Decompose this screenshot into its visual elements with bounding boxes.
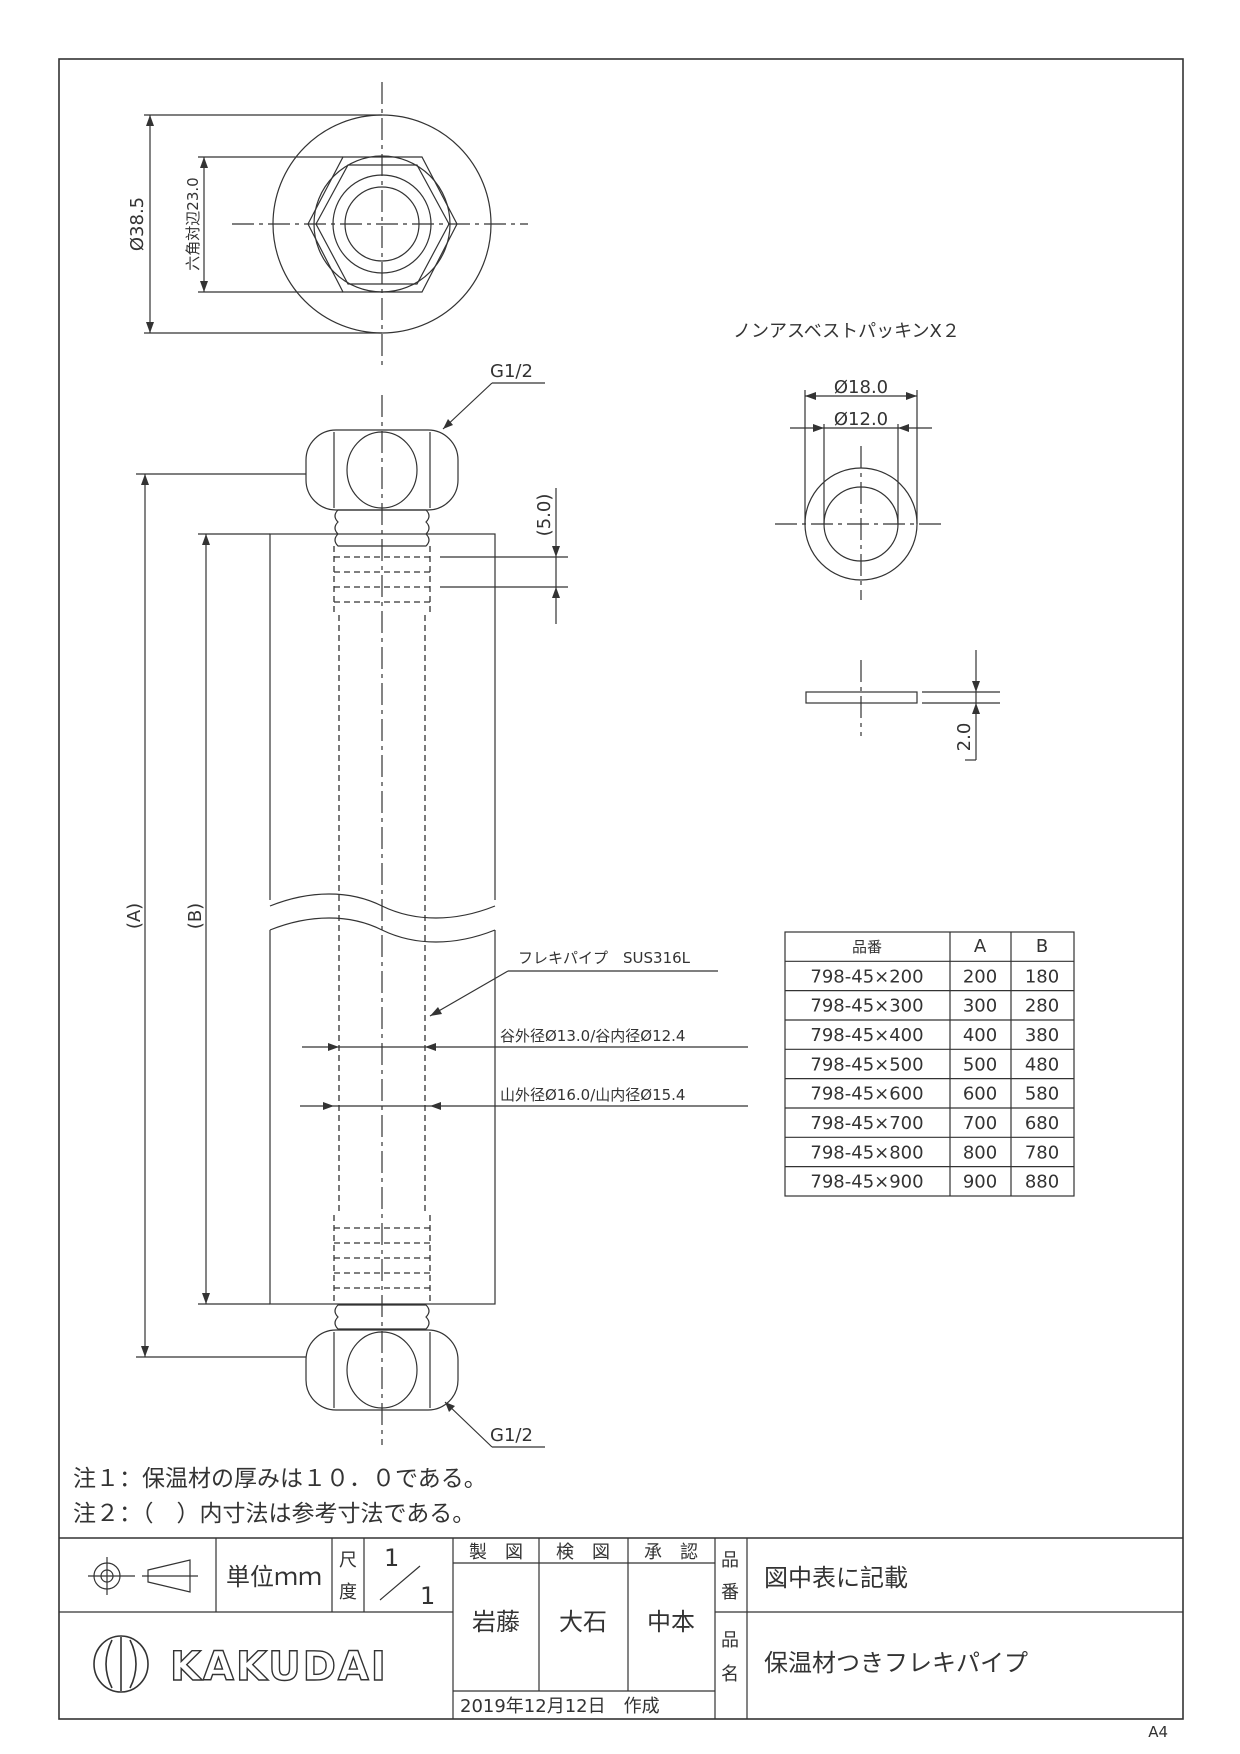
- scale-denominator: 1: [420, 1582, 435, 1610]
- table-cell: 280: [1025, 996, 1059, 1017]
- dim-label-2-0: 2.0: [954, 723, 975, 752]
- date-created: 2019年12月12日 作成: [460, 1696, 660, 1717]
- table-cell: 798-45×900: [810, 1172, 923, 1193]
- table-cell: 798-45×800: [810, 1142, 923, 1163]
- table-cell: 580: [1025, 1084, 1059, 1105]
- packing-title: ノンアスベストパッキンX２: [733, 321, 960, 342]
- dim-label-b: (B): [185, 903, 206, 929]
- flex-pipe-hidden: [333, 546, 431, 1305]
- table-cell: 800: [963, 1142, 997, 1163]
- table-cell: 798-45×500: [810, 1054, 923, 1075]
- table-cell: 300: [963, 996, 997, 1017]
- table-header: B: [1036, 936, 1048, 957]
- approved-by: 中本: [647, 1608, 695, 1636]
- table-cell: 600: [963, 1084, 997, 1105]
- table-cell: 380: [1025, 1025, 1059, 1046]
- checked-by: 大石: [559, 1608, 607, 1636]
- pipe-label: フレキパイプ SUS316L: [518, 949, 691, 967]
- kakudai-logo: KAKUDAI: [93, 1635, 388, 1693]
- part-no-label-2: 番: [721, 1582, 739, 1603]
- table-cell: 180: [1025, 966, 1059, 987]
- table-header: 品番: [852, 938, 882, 956]
- side-view: G1/2 G1/2 (A) (B) (5.0) フレキパイプ SUS316L: [124, 361, 748, 1448]
- drawn-header: 製 図: [469, 1542, 523, 1563]
- part-name-value: 保温材つきフレキパイプ: [764, 1649, 1028, 1677]
- thread-label-bottom: G1/2: [490, 1425, 533, 1446]
- peak-dia-label: 山外径Ø16.0/山内径Ø15.4: [500, 1086, 685, 1104]
- unit-label: 単位ｍｍ: [226, 1563, 322, 1591]
- top-view: Ø38.5 六角対辺23.0: [127, 82, 528, 370]
- table-cell: 480: [1025, 1054, 1059, 1075]
- table-cell: 798-45×600: [810, 1084, 923, 1105]
- dim-label-38-5: Ø38.5: [127, 197, 148, 251]
- table-cell: 880: [1025, 1172, 1059, 1193]
- table-cell: 798-45×700: [810, 1113, 923, 1134]
- drawing-frame: [58, 58, 1184, 1720]
- checked-header: 検 図: [556, 1542, 610, 1563]
- table-cell: 200: [963, 966, 997, 987]
- table-cell: 500: [963, 1054, 997, 1075]
- third-angle-projection-icon: [88, 1557, 198, 1595]
- valley-dia-label: 谷外径Ø13.0/谷内径Ø12.4: [500, 1027, 685, 1045]
- table-cell: 798-45×200: [810, 966, 923, 987]
- note-2: 注２：（ ）内寸法は参考寸法である。: [73, 1501, 475, 1527]
- table-header: A: [974, 936, 987, 957]
- table-cell: 780: [1025, 1142, 1059, 1163]
- company-name: KAKUDAI: [170, 1644, 388, 1690]
- table-cell: 680: [1025, 1113, 1059, 1134]
- packing-view: ノンアスベストパッキンX２ Ø18.0 Ø12.0 2.0: [733, 321, 1000, 761]
- table-cell: 900: [963, 1172, 997, 1193]
- part-no-label-1: 品: [721, 1550, 739, 1571]
- title-block: 単位ｍｍ 尺 度 1 1 製 図 検 図 承 認 岩藤 大石 中本 品 番 図中…: [59, 1537, 1183, 1719]
- dim-label-a: (A): [124, 903, 145, 929]
- drawn-by: 岩藤: [472, 1608, 520, 1636]
- scale-label-2: 度: [339, 1582, 357, 1603]
- dim-label-pitch: (5.0): [534, 494, 555, 537]
- thread-label-top: G1/2: [490, 361, 533, 382]
- table-cell: 798-45×300: [810, 996, 923, 1017]
- table-cell: 798-45×400: [810, 1025, 923, 1046]
- part-name-label-2: 名: [721, 1664, 739, 1685]
- dim-label-hex: 六角対辺23.0: [184, 177, 202, 270]
- note-1: 注１：保温材の厚みは１０．０である。: [73, 1466, 487, 1492]
- approved-header: 承 認: [644, 1542, 698, 1563]
- table-cell: 400: [963, 1025, 997, 1046]
- part-no-value: 図中表に記載: [764, 1564, 908, 1592]
- part-name-label-1: 品: [721, 1630, 739, 1651]
- dimension-table: 品番 A B 798-45×200 200 180 798-45×300 300 280 798-…: [784, 931, 1075, 1197]
- table-cell: 700: [963, 1113, 997, 1134]
- dim-label-12: Ø12.0: [834, 409, 888, 430]
- scale-label-1: 尺: [339, 1550, 357, 1571]
- paper-size: A4: [1148, 1723, 1168, 1741]
- dim-label-18: Ø18.0: [834, 377, 888, 398]
- scale-numerator: 1: [384, 1544, 399, 1572]
